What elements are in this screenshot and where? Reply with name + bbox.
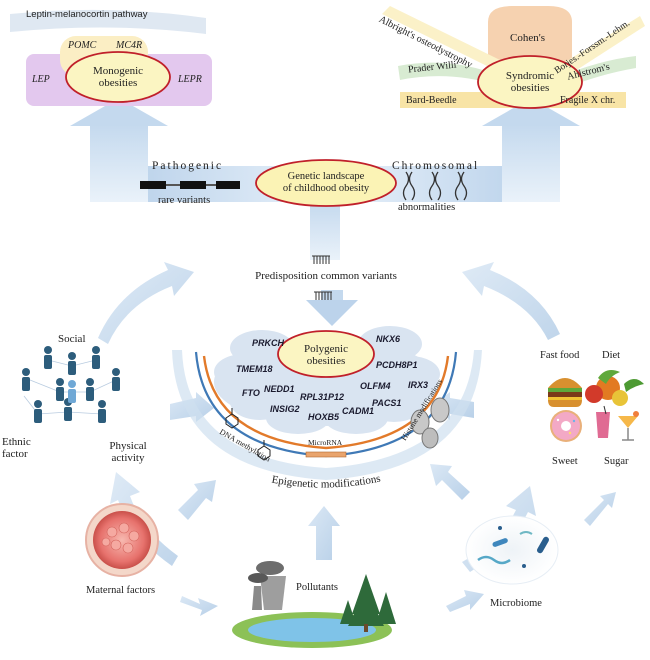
syndromic-title: Syndromic obesities <box>480 70 580 94</box>
gene-label: NKX6 <box>376 334 401 344</box>
pollution-landscape-icon <box>232 561 396 648</box>
rare-variant-bars <box>140 181 240 189</box>
pathway-label: Leptin-melanocortin pathway <box>26 9 148 20</box>
monogenic-line1: Monogenic <box>92 65 144 77</box>
gene-label: OLFM4 <box>360 381 391 391</box>
social-label: Social <box>58 333 86 345</box>
chromosome-icons <box>402 171 468 201</box>
syndromic-line1: Syndromic <box>505 70 555 82</box>
center-oval <box>255 159 397 207</box>
center-line2: of childhood obesity <box>282 182 370 194</box>
people-icons <box>22 346 120 423</box>
cohen-label: Cohen's <box>510 32 545 44</box>
lep-label: LEP <box>32 74 50 85</box>
microbiome-icon <box>465 515 559 585</box>
monogenic-line2: obesities <box>98 77 138 90</box>
sweet-label: Sweet <box>552 456 578 467</box>
donut-icon <box>550 410 582 442</box>
ethnic-line1: Ethnic <box>2 436 31 448</box>
fastfood-label: Fast food <box>540 350 580 361</box>
microbiome-label: Microbiome <box>490 598 542 609</box>
gene-label: PRKCH <box>252 338 285 348</box>
inner-arrows <box>170 392 616 616</box>
lepr-label: LEPR <box>178 74 202 85</box>
chromosomal-label: Chromosomal <box>392 160 480 172</box>
maternal-label: Maternal factors <box>86 585 156 596</box>
ethnic-line2: factor <box>2 448 28 461</box>
pollutants-label: Pollutants <box>296 582 339 593</box>
gene-label: RPL31P12 <box>300 392 345 402</box>
physical-label: Physical activity <box>98 440 158 464</box>
gene-label: HOXB5 <box>308 412 340 422</box>
drinks-icon <box>596 405 639 441</box>
center-line1: Genetic landscape <box>287 171 365 182</box>
variant-icons <box>312 255 332 300</box>
polygenic-line2: obesities <box>306 355 346 368</box>
egg-cell-icon <box>85 503 159 577</box>
pomc-label: POMC <box>68 40 97 51</box>
pathogenic-label: Pathogenic <box>152 160 224 172</box>
burger-icon <box>548 378 582 407</box>
gene-label: PCDH8P1 <box>376 360 418 370</box>
mc4r-label: MC4R <box>116 40 143 51</box>
syndromic-block <box>382 6 645 109</box>
diet-label: Diet <box>602 350 621 361</box>
microrna-label: MicroRNA <box>308 438 343 447</box>
vegetables-icon <box>585 370 644 406</box>
center-title: Genetic landscape of childhood obesity <box>266 171 386 194</box>
gene-label: FTO <box>242 388 260 398</box>
gene-label: INSIG2 <box>270 404 300 414</box>
polygenic-title: Polygenic obesities <box>286 343 366 367</box>
physical-line2: activity <box>111 452 145 465</box>
predisposition-label: Predisposition common variants <box>255 270 397 282</box>
fragile-label: Fragile X chr. <box>560 95 616 106</box>
food-icons <box>548 370 644 442</box>
gene-label: CADM1 <box>342 406 375 416</box>
sugar-label: Sugar <box>604 456 629 467</box>
gene-label: NEDD1 <box>264 384 295 394</box>
people-network <box>22 346 120 423</box>
syndromic-line2: obesities <box>510 82 550 95</box>
ethnic-label: Ethnic factor <box>2 436 31 460</box>
gene-label: PACS1 <box>372 398 402 408</box>
monogenic-block <box>10 9 212 106</box>
polygenic-area <box>172 326 482 480</box>
abnormalities-label: abnormalities <box>398 202 456 213</box>
gene-label: TMEM18 <box>236 364 273 374</box>
physical-line1: Physical <box>109 440 147 452</box>
bardet-label: Bard-Beedle <box>406 95 457 106</box>
polygenic-line1: Polygenic <box>304 343 348 355</box>
monogenic-title: Monogenic obesities <box>68 65 168 89</box>
rare-variants-label: rare variants <box>158 195 211 206</box>
gene-label: IRX3 <box>408 380 429 390</box>
